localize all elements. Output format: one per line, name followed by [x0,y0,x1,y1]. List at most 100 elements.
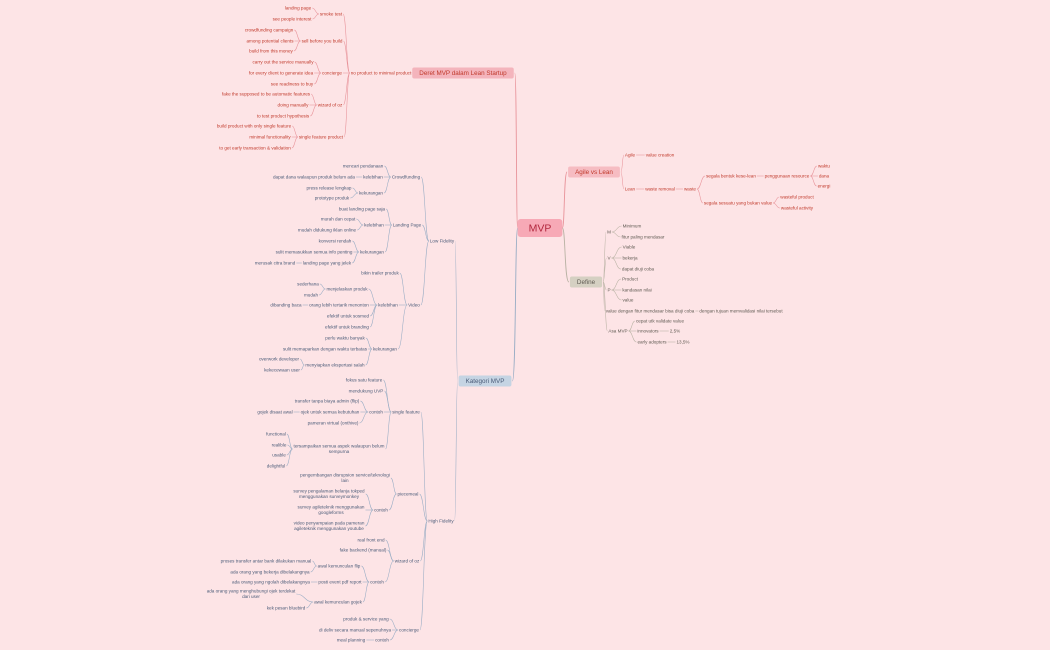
node-dapat-dana-walaupun-produk-belum-ada[interactable]: dapat dana walaupun produk belum ada [273,175,355,180]
node-segala-bentuk-kese-lean[interactable]: segala bentuk kese-lean [706,174,756,179]
node-contoh[interactable]: contoh [375,638,389,643]
node-mvp[interactable]: MVP [517,219,563,237]
node-agile[interactable]: Agile [625,153,636,158]
node-fitur-paling-mendasar[interactable]: fitur paling mendasar [622,235,665,240]
node-landing-page[interactable]: Landing Page [393,223,422,228]
node-kekurangan[interactable]: kekurangan [373,347,397,352]
node-bekerja[interactable]: bekerja [622,256,638,261]
node-agile-vs-lean[interactable]: Agile vs Lean [568,166,620,178]
node-smoke-test[interactable]: smoke test [320,12,343,17]
node-low-fidelity[interactable]: Low Fidelity [430,239,455,244]
node-pameran-virtual-onthive[interactable]: pameran virtual (onthive) [308,421,359,426]
node-di-deliv-secara-manual-sepenuhnya[interactable]: di deliv secara manual sepenuhnya [319,628,391,633]
node-ada-orang-yang-ngolah-dibelakangnya[interactable]: ada orang yang ngolah dibelakangnya [232,580,310,585]
node-efektif-untuk-branding[interactable]: efektif untuk branding [325,325,369,330]
node-bikin-trailer-produk[interactable]: bikin trailer produk [361,271,399,276]
node-contoh[interactable]: contoh [374,508,388,513]
node-meal-planning[interactable]: meal planning [337,638,366,643]
node-contoh[interactable]: contoh [369,410,383,415]
node-mencari-pendanaan[interactable]: mencari pendanaan [343,164,384,169]
node-doing-manually[interactable]: doing manually [278,103,310,108]
node-innovators[interactable]: innovators [637,329,659,334]
node-mudah[interactable]: mudah [304,293,318,298]
node-viable[interactable]: Viable [623,245,636,250]
node-kelebihan[interactable]: kelebihan [363,175,383,180]
node-awal-kemunculan-flip[interactable]: awal kemunculan flip [318,564,361,569]
node-fake-backend-manual[interactable]: fake backend (manual) [340,548,387,553]
node-ojek-untuk-semua-kebutuhan[interactable]: ojek untuk semua kebutuhan [301,410,360,415]
node-single-feature-product[interactable]: single feature product [299,135,344,140]
node-v[interactable]: V [607,256,611,261]
node-13-5[interactable]: 13,5% [676,340,689,345]
node-ada-orang-yang-bekerja-dibelakangnya[interactable]: ada orang yang bekerja dibelakangnya [230,570,310,575]
node-dengan-tujuan-memvalidasi-nilai-tersebut[interactable]: dengan tujuan memvalidasi nilai tersebut [699,309,783,314]
node-pengembangan-disrupsion-service-teknolog[interactable]: pengembangan disrupsion service/teknolog… [300,473,390,483]
node-press-release-lengkap[interactable]: press release lengkap [307,186,352,191]
node-build-product-with-only-single-feature[interactable]: build product with only single feature [217,124,292,129]
node-kekurangan[interactable]: kekurangan [359,191,383,196]
node-m[interactable]: M [607,230,611,235]
node-orang-lebih-tertarik-menonton[interactable]: orang lebih tertarik menonton [309,303,369,308]
node-prototype-produk[interactable]: prototype produk [315,196,350,201]
node-define[interactable]: Define [569,276,603,288]
node-for-every-client-to-generate-idea[interactable]: for every client to generate idea [249,71,314,76]
node-delightful[interactable]: delightful [267,464,285,469]
node-contoh[interactable]: contoh [370,580,384,585]
node-sulit-memaparkan-dengan-waktu-terbatas[interactable]: sulit memaparkan dengan waktu terbatas [283,347,368,352]
node-video[interactable]: Video [408,303,420,308]
node-piecemeal[interactable]: piecemeal [398,492,419,497]
node-mendukung-uvp[interactable]: mendukung UVP [349,389,384,394]
node-waste-removal[interactable]: waste removal [645,187,675,192]
node-landing-page[interactable]: landing page [285,6,312,11]
node-2-5[interactable]: 2,5% [670,329,680,334]
node-awal-kemunculan-gojek[interactable]: awal kemunculan gojek [314,600,362,605]
node-menyiapkan-ekspertasi-salah[interactable]: menyiapkan ekspertasi salah [305,363,365,368]
node-wizard-of-oz[interactable]: wizard of oz [395,559,420,564]
node-dapat-diuji-coba[interactable]: dapat diuji coba [622,267,655,272]
node-gojek-disaat-awal[interactable]: gojek disaat awal [257,410,292,415]
node-value-creation[interactable]: value creation [646,153,675,158]
node-single-feature[interactable]: single feature [392,410,420,415]
node-value-dengan-fitur-mendasar-bisa-diuji-c[interactable]: value dengan fitur mendasar bisa diuji c… [606,309,695,314]
node-waste[interactable]: waste [684,187,696,192]
node-transfer-tanpa-biaya-admin-flip[interactable]: transfer tanpa biaya admin (flip) [295,399,360,404]
node-efektif-untuk-sosmed[interactable]: efektif untuk sosmed [327,314,370,319]
node-kekecewaan-user[interactable]: kekecewaan user [264,368,300,373]
node-produk-service-yang[interactable]: produk & service yang [343,617,389,622]
node-mudah-didukung-iklan-online[interactable]: mudah didukung iklan online [298,228,357,233]
node-kategori-mvp[interactable]: Kategori MVP [458,375,512,387]
node-merusak-citra-brand[interactable]: merusak citra brand [255,261,296,266]
node-perlu-waktu-banyak[interactable]: perlu waktu banyak [325,336,365,341]
node-cepat-utk-validate-value[interactable]: cepat utk validate value [636,319,684,324]
node-asa-mvp[interactable]: Asa MVP [608,329,627,334]
node-crowdfunding-campaign[interactable]: crowdfunding campaign [245,28,294,33]
node-segala-sesuatu-yang-bukan-value[interactable]: segala sesuatu yang bukan value [704,201,773,206]
node-deret-mvp-dalam-lean-startup[interactable]: Deret MVP dalam Lean Startup [412,67,514,79]
node-energi[interactable]: energi [818,184,831,189]
node-overwork-developer[interactable]: overwork developer [259,357,300,362]
node-dibanding-baca[interactable]: dibanding baca [270,303,302,308]
node-early-adopters[interactable]: early adopters [637,340,667,345]
node-minimum[interactable]: Minimum [623,224,642,229]
node-kekurangan[interactable]: kekurangan [360,250,384,255]
node-sell-before-you-build[interactable]: sell before you build [302,39,343,44]
node-see-people-interest[interactable]: see people interest [273,17,313,22]
node-penggunaan-resource[interactable]: penggunaan resource [765,174,810,179]
node-fokus-satu-feature[interactable]: fokus satu feature [346,378,383,383]
node-kelebihan[interactable]: kelebihan [378,303,398,308]
node-wizard-of-oz[interactable]: wizard of oz [318,103,343,108]
node-among-potential-clients[interactable]: among potential clients [247,39,295,44]
node-value[interactable]: value [623,298,634,303]
node-wasteful-activity[interactable]: wasteful activity [781,206,814,211]
node-fake-the-supposed-to-be-automatic-featur[interactable]: fake the supposed to be automatic featur… [222,92,311,97]
node-build-from-this-money[interactable]: build from this money [249,49,293,54]
node-real-front-end[interactable]: real front end [357,538,385,543]
node-no-product-to-minimal-product[interactable]: no product to minimal product [351,71,412,76]
node-carry-out-the-service-manually[interactable]: carry out the service manually [252,60,314,65]
node-lean[interactable]: Lean [625,187,636,192]
node-sederhana[interactable]: sederhana [297,282,319,287]
node-realible[interactable]: realible [272,443,287,448]
